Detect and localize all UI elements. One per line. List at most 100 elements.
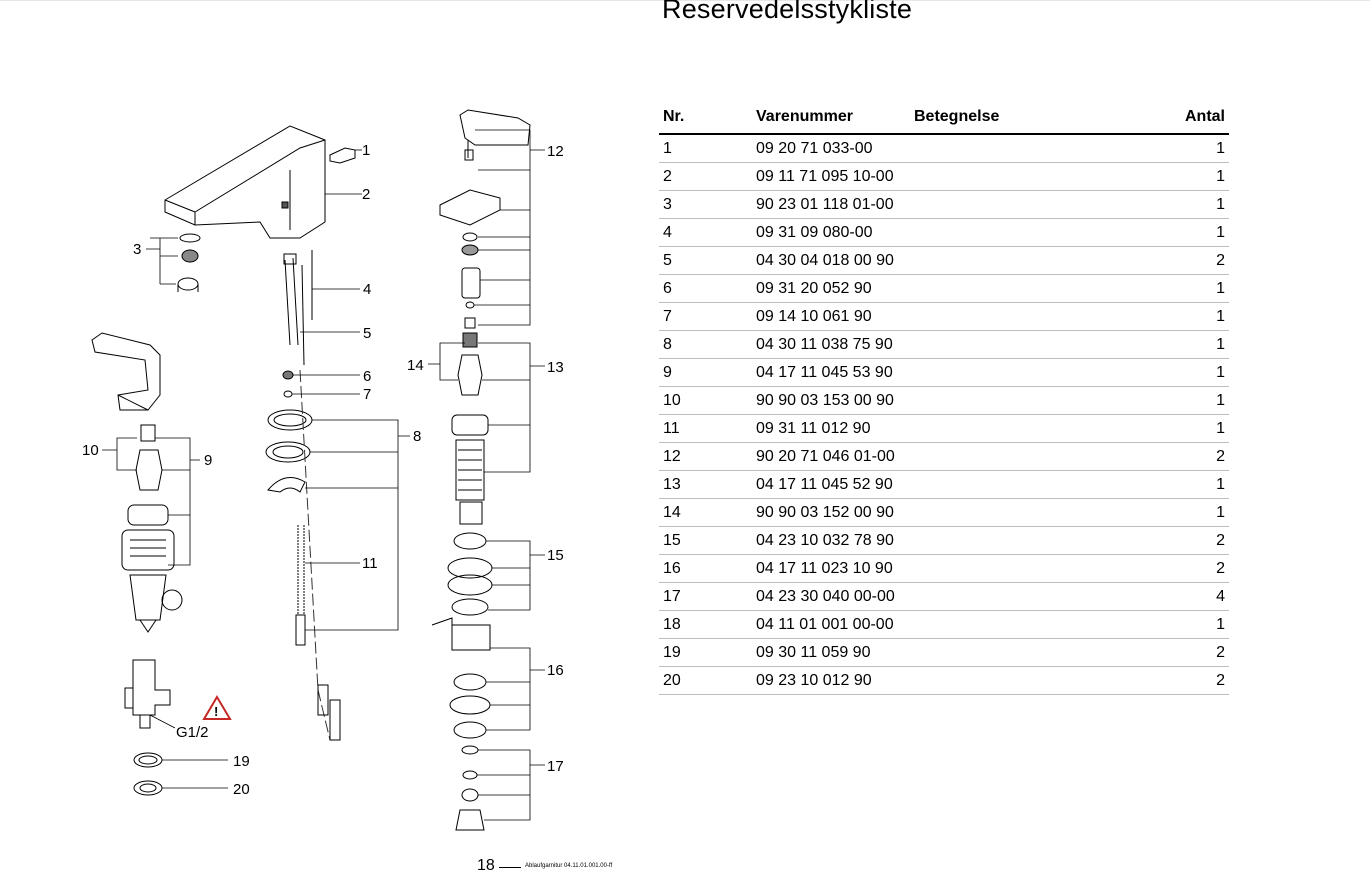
set-screw-part (329, 147, 356, 164)
cell-antal: 2 (1154, 666, 1229, 695)
callout-15: 15 (547, 547, 564, 564)
cell-betegnelse (910, 498, 1154, 527)
callout-6: 6 (363, 368, 371, 385)
cell-nr: 9 (659, 358, 752, 387)
cell-nr: 7 (659, 302, 752, 331)
column-header-betegnelse: Betegnelse (910, 100, 1154, 135)
callout-1: 1 (362, 142, 370, 159)
footer-reference: Ablaufgarnitur 04.11.01.001.00-ff (525, 863, 613, 869)
cell-antal: 2 (1154, 526, 1229, 555)
cell-antal: 1 (1154, 498, 1229, 527)
callout-12: 12 (547, 143, 564, 160)
drain-hose-ends (317, 684, 341, 741)
cell-antal: 2 (1154, 246, 1229, 275)
cell-betegnelse (910, 582, 1154, 611)
seal-ring-19 (133, 752, 163, 768)
cell-varenummer: 04 30 04 018 00 90 (752, 246, 910, 275)
cell-betegnelse (910, 358, 1154, 387)
cell-nr: 20 (659, 666, 752, 695)
cell-varenummer: 09 23 10 012 90 (752, 666, 910, 695)
cell-nr: 8 (659, 330, 752, 359)
cell-antal: 1 (1154, 274, 1229, 303)
column-header-varenummer: Varenummer (752, 100, 910, 135)
cell-betegnelse (910, 302, 1154, 331)
cell-varenummer: 04 23 30 040 00-00 (752, 582, 910, 611)
cell-betegnelse (910, 526, 1154, 555)
cell-nr: 4 (659, 218, 752, 247)
leader-lines (102, 129, 545, 821)
cell-varenummer: 09 14 10 061 90 (752, 302, 910, 331)
cell-varenummer: 09 31 09 080-00 (752, 218, 910, 247)
cartridge-left (121, 424, 183, 633)
ring-set-15 (447, 532, 493, 616)
lever-handle-left (91, 332, 161, 411)
cell-nr: 14 (659, 498, 752, 527)
cell-antal: 2 (1154, 638, 1229, 667)
callout-3: 3 (133, 241, 141, 258)
cell-betegnelse (910, 218, 1154, 247)
cartridge-parts-right (451, 232, 489, 525)
callout-11: 11 (362, 555, 378, 572)
cell-varenummer: 04 17 11 023 10 90 (752, 554, 910, 583)
warning-symbol: ! (214, 704, 218, 719)
cell-antal: 1 (1154, 610, 1229, 639)
cell-nr: 2 (659, 162, 752, 191)
cell-nr: 16 (659, 554, 752, 583)
cell-varenummer: 09 31 11 012 90 (752, 414, 910, 443)
cell-antal: 1 (1154, 358, 1229, 387)
cell-antal: 1 (1154, 134, 1229, 163)
callout-13: 13 (547, 359, 564, 376)
cell-varenummer: 09 30 11 059 90 (752, 638, 910, 667)
ring-set-16 (431, 617, 491, 739)
threaded-rod (295, 525, 306, 646)
cell-varenummer: 04 23 10 032 78 90 (752, 526, 910, 555)
hoses-part (283, 250, 313, 366)
cell-antal: 1 (1154, 302, 1229, 331)
cell-nr: 18 (659, 610, 752, 639)
lever-handle-right (459, 109, 531, 161)
washer-part (283, 390, 293, 398)
cell-nr: 1 (659, 134, 752, 163)
cell-antal: 2 (1154, 442, 1229, 471)
cell-varenummer: 90 90 03 153 00 90 (752, 386, 910, 415)
cell-varenummer: 90 23 01 118 01-00 (752, 190, 910, 219)
cell-varenummer: 04 17 11 045 53 90 (752, 358, 910, 387)
cell-varenummer: 09 11 71 095 10-00 (752, 162, 910, 191)
cell-betegnelse (910, 666, 1154, 695)
cell-betegnelse (910, 246, 1154, 275)
cell-betegnelse (910, 190, 1154, 219)
cell-antal: 1 (1154, 386, 1229, 415)
cell-varenummer: 04 30 11 038 75 90 (752, 330, 910, 359)
column-header-nr: Nr. (659, 100, 752, 135)
callout-8: 8 (413, 428, 421, 445)
cell-antal: 1 (1154, 162, 1229, 191)
warning-icon (202, 695, 232, 720)
ring-set-17 (455, 745, 485, 831)
cell-varenummer: 90 90 03 152 00 90 (752, 498, 910, 527)
cell-antal: 1 (1154, 330, 1229, 359)
cell-betegnelse (910, 470, 1154, 499)
ring-set (265, 409, 313, 493)
cell-antal: 1 (1154, 190, 1229, 219)
cell-varenummer: 04 11 01 001 00-00 (752, 610, 910, 639)
aerator-parts (177, 233, 201, 292)
thread-size-label: G1/2 (176, 724, 209, 741)
cell-nr: 3 (659, 190, 752, 219)
callout-7: 7 (363, 386, 371, 403)
callout-5: 5 (363, 325, 371, 342)
